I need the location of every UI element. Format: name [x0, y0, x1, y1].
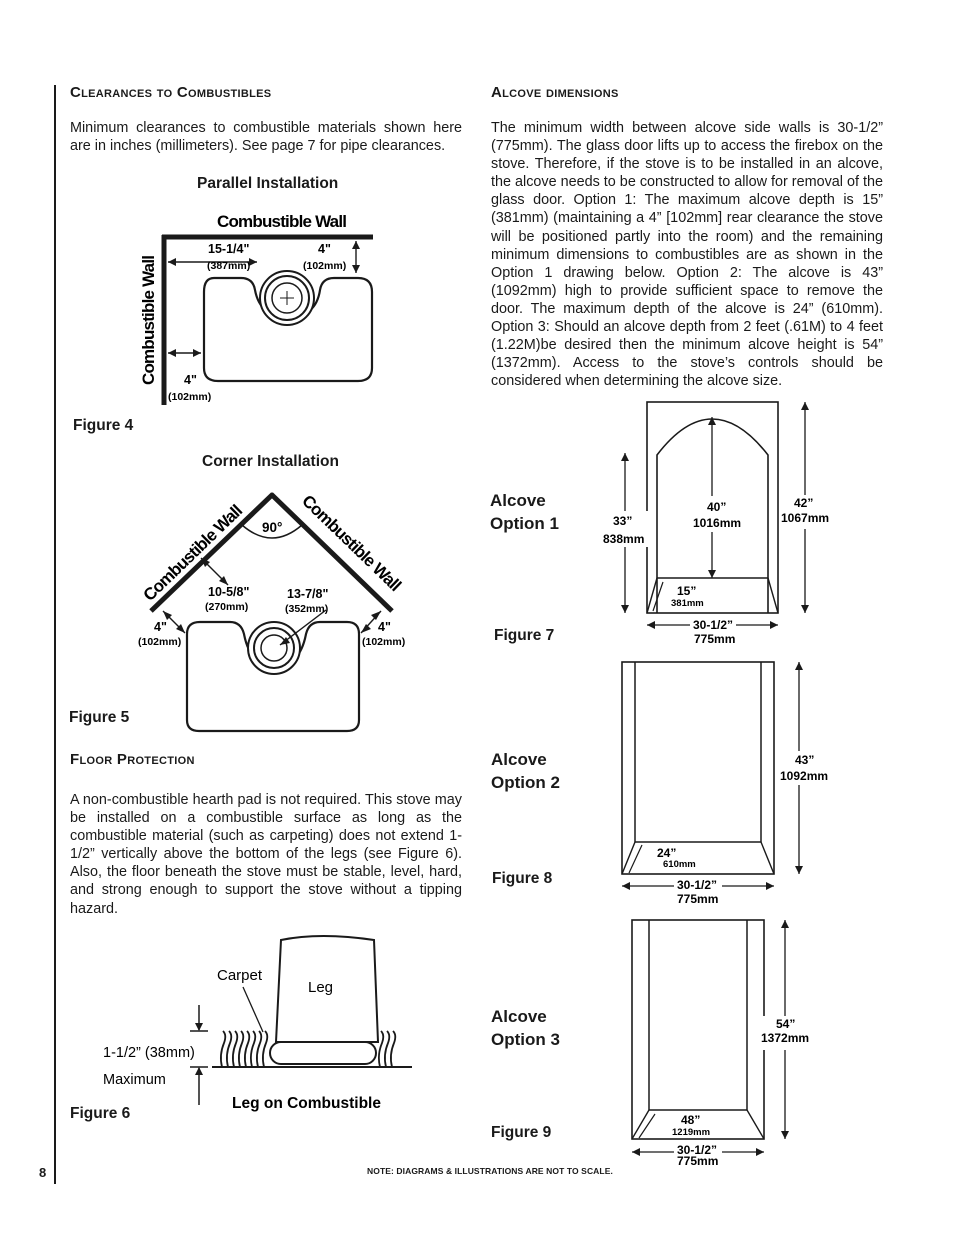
- w-in: 30-1/2”: [677, 878, 717, 892]
- floor-heading: Floor Protection: [70, 751, 195, 768]
- leg-foot: [269, 1041, 377, 1065]
- carpet-pointer: [242, 986, 264, 1033]
- carpet-right: [377, 1030, 397, 1068]
- floor-text: A non-combustible hearth pad is not requ…: [70, 792, 462, 917]
- dim-4-left-in: 4": [154, 620, 167, 634]
- d-in: 48”: [681, 1113, 700, 1127]
- dim-13-in: 13-7/8": [287, 587, 328, 601]
- carpet-left: [219, 1030, 269, 1068]
- option3-title-line1: Alcove: [491, 1007, 547, 1026]
- option1-title: Alcove Option 1: [490, 489, 559, 535]
- dim-4-top-in: 4": [318, 242, 331, 256]
- d42-in: 42”: [794, 496, 813, 510]
- h-mm: 1092mm: [780, 769, 828, 783]
- figure-9-label: Figure 9: [491, 1124, 552, 1141]
- h-in: 43”: [795, 753, 814, 767]
- w-mm: 775mm: [677, 892, 718, 906]
- wall-left-label: Combustible Wall: [139, 256, 158, 385]
- dim-13-mm: (352mm): [285, 603, 328, 615]
- dim-15-in: 15-1/4": [208, 242, 249, 256]
- margin-rule: [54, 85, 56, 1180]
- leg-caption: Leg on Combustible: [232, 1095, 381, 1112]
- figure-4-label: Figure 4: [73, 417, 134, 434]
- dim-4-top-mm: (102mm): [303, 260, 346, 272]
- dim-4-left-in: 4": [184, 373, 197, 387]
- d40-in: 40”: [707, 500, 726, 514]
- dim-10-in: 10-5/8": [208, 585, 249, 599]
- alcove-heading: Alcove dimensions: [491, 84, 619, 101]
- page-number: 8: [39, 1165, 47, 1180]
- figure-7-label: Figure 7: [494, 627, 555, 644]
- d-mm: 1219mm: [672, 1127, 710, 1138]
- wall-top-label: Combustible Wall: [217, 212, 346, 231]
- wall-right-label: Combustible Wall: [298, 491, 404, 594]
- corner-installation-diagram: Combustible Wall Combustible Wall 90° 10…: [138, 491, 405, 733]
- alcove-outer: [621, 661, 775, 875]
- d33-in: 33”: [613, 514, 632, 528]
- option2-title-line1: Alcove: [491, 750, 547, 769]
- dim-15-mm: (387mm): [207, 260, 250, 272]
- dim-10-mm: (270mm): [205, 601, 248, 613]
- option3-title-line2: Option 3: [491, 1030, 560, 1049]
- wall-left: [149, 492, 275, 613]
- d42-mm: 1067mm: [781, 511, 829, 525]
- dim-4-right-in: 4": [378, 620, 391, 634]
- option2-title: Alcove Option 2: [491, 748, 560, 794]
- flue-inner: [271, 282, 303, 314]
- dim-4-right-mm: (102mm): [362, 636, 405, 648]
- clearances-text: Minimum clearances to combustible materi…: [70, 120, 462, 155]
- dim-4-left-mm: (102mm): [138, 636, 181, 648]
- w-mm: 775mm: [694, 632, 735, 646]
- alcove-option1-diagram: 33” 838mm 40” 1016mm 42” 1067mm 15” 381m…: [603, 401, 837, 646]
- d15-mm: 381mm: [671, 598, 704, 609]
- figure-8-label: Figure 8: [492, 870, 553, 887]
- footer-note: NOTE: DIAGRAMS & ILLUSTRATIONS ARE NOT T…: [367, 1166, 613, 1176]
- w-in: 30-1/2”: [677, 1143, 717, 1157]
- h-mm: 1372mm: [761, 1031, 809, 1045]
- leg-shape: [274, 935, 380, 1043]
- w-in: 30-1/2”: [693, 618, 733, 632]
- dim-4-left-mm: (102mm): [168, 391, 211, 403]
- clearances-heading: Clearances to Combustibles: [70, 84, 272, 101]
- d15-in: 15”: [677, 584, 696, 598]
- option3-title: Alcove Option 3: [491, 1005, 560, 1051]
- option1-title-line2: Option 1: [490, 514, 559, 533]
- dim-13-arrow: [279, 609, 327, 646]
- flue-mid: [253, 627, 295, 669]
- d40-mm: 1016mm: [693, 516, 741, 530]
- carpet-label: Carpet: [217, 967, 263, 984]
- angle-arc: [241, 524, 303, 539]
- w-mm: 775mm: [677, 1154, 718, 1168]
- wall-right: [269, 492, 394, 613]
- figure-6-label: Figure 6: [70, 1105, 131, 1122]
- angle-label: 90°: [262, 520, 282, 535]
- h-in: 54”: [776, 1017, 795, 1031]
- alcove-outer: [631, 919, 765, 1140]
- alcove-option2-diagram: 43” 1092mm 24” 610mm 30-1/2” 775mm: [621, 661, 835, 906]
- footer-rule: [54, 1160, 56, 1184]
- option2-title-line2: Option 2: [491, 773, 560, 792]
- flue-outer: [247, 621, 301, 675]
- figure-5-label: Figure 5: [69, 709, 130, 726]
- parallel-installation-diagram: Combustible Wall Combustible Wall 15-1/4…: [139, 212, 374, 405]
- maximum-label: Maximum: [103, 1072, 166, 1088]
- leg-label: Leg: [308, 979, 333, 996]
- flue-inner: [260, 634, 288, 662]
- alcove-text: The minimum width between alcove side wa…: [491, 120, 883, 390]
- corner-title: Corner Installation: [202, 453, 339, 470]
- height-label: 1-1/2” (38mm): [103, 1045, 195, 1061]
- parallel-title: Parallel Installation: [197, 175, 339, 192]
- alcove-option3-diagram: 54” 1372mm 48” 1219mm 30-1/2” 775mm: [631, 919, 814, 1168]
- d33-mm: 838mm: [603, 532, 644, 546]
- d-mm: 610mm: [663, 859, 696, 870]
- leg-diagram: Carpet Leg 1-1/2” (38mm) Maximum Leg on …: [103, 935, 412, 1112]
- flue-mid: [264, 275, 310, 321]
- d-in: 24”: [657, 846, 676, 860]
- option1-title-line1: Alcove: [490, 491, 546, 510]
